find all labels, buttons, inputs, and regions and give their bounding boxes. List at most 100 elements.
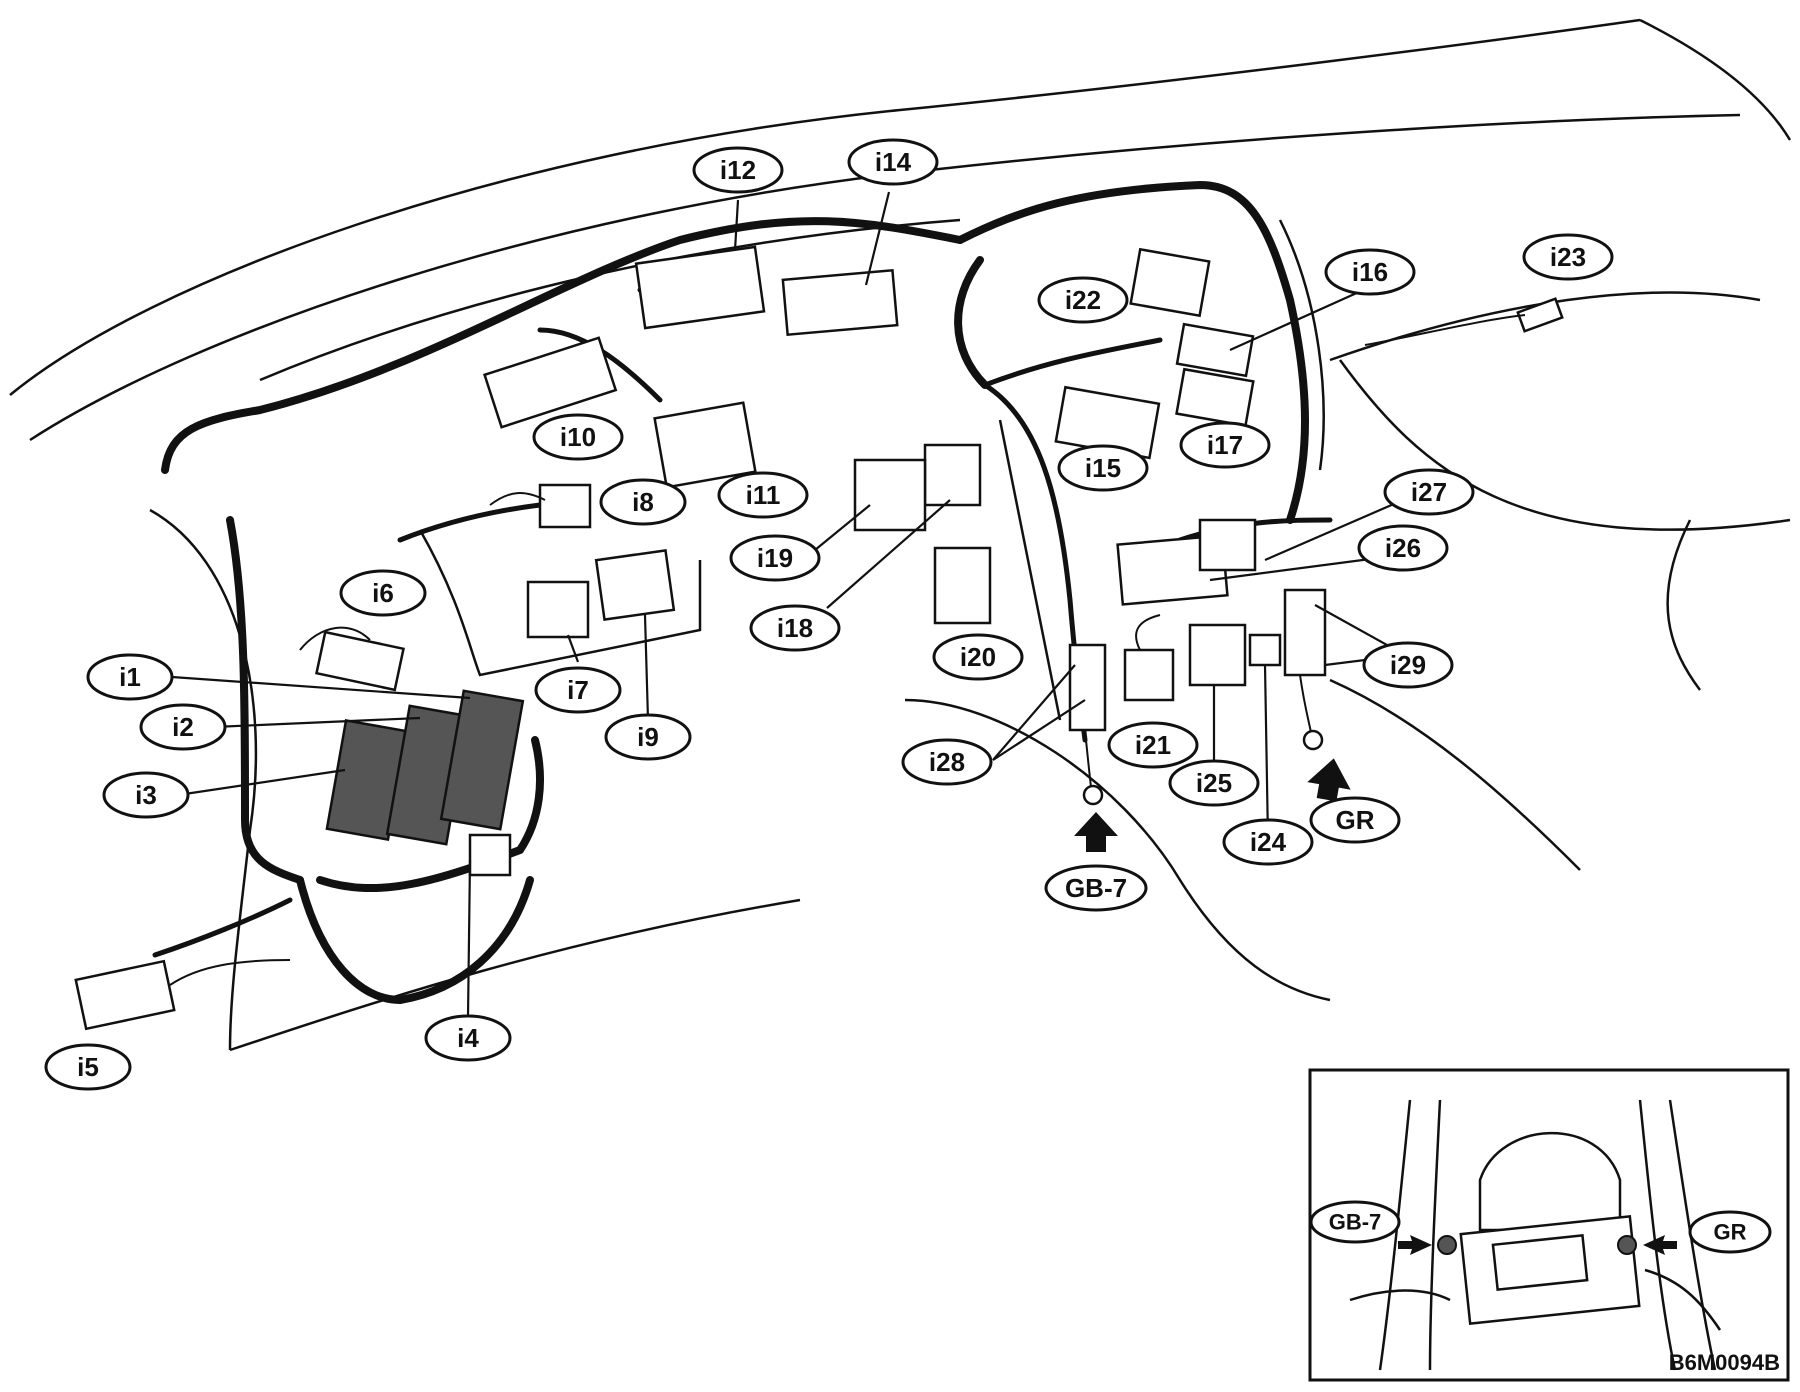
svg-text:GR: GR (1336, 805, 1375, 835)
connector-i18-shape (923, 443, 982, 507)
svg-text:GB-7: GB-7 (1329, 1210, 1382, 1235)
svg-text:i7: i7 (567, 675, 589, 705)
svg-text:i16: i16 (1352, 257, 1388, 287)
svg-text:i27: i27 (1411, 477, 1447, 507)
callout-i23: i23 (1522, 233, 1614, 281)
callout-i28: i28 (901, 738, 993, 786)
svg-text:i10: i10 (560, 422, 596, 452)
callout-i14: i14 (847, 138, 939, 186)
callout-i24: i24 (1222, 818, 1314, 866)
svg-text:i14: i14 (875, 147, 912, 177)
connector-i12-shape (634, 245, 766, 330)
callout-i11: i11 (717, 471, 809, 519)
connector-i7-shape (526, 580, 590, 639)
inset-callout-gr: GR (1688, 1210, 1772, 1254)
connector-i20-shape (933, 546, 992, 625)
inset-callout-gb7: GB-7 (1309, 1200, 1401, 1244)
connector-i28-shape (1068, 643, 1107, 732)
leader-lines (171, 191, 1406, 1018)
connector-i27-shape (1198, 518, 1257, 572)
svg-text:i23: i23 (1550, 242, 1586, 272)
connector-i11-shape (653, 401, 757, 489)
callout-i29: i29 (1362, 641, 1454, 689)
callout-i9: i9 (604, 713, 692, 761)
svg-text:i8: i8 (632, 487, 654, 517)
svg-text:i6: i6 (372, 578, 394, 608)
svg-text:GB-7: GB-7 (1065, 873, 1127, 903)
svg-text:i3: i3 (135, 780, 157, 810)
callout-i15: i15 (1057, 444, 1149, 492)
callout-i20: i20 (932, 633, 1024, 681)
connector-i23-shape (1516, 297, 1564, 333)
callout-i10: i10 (532, 413, 624, 461)
callout-i27: i27 (1383, 468, 1475, 516)
connector-i17-shape (1175, 367, 1255, 428)
connector-i16-shape (1175, 322, 1255, 378)
callout-i26: i26 (1357, 524, 1449, 572)
callout-i7: i7 (534, 666, 622, 714)
inset-detail: GB-7 GR (1308, 1068, 1790, 1382)
inset-gb7-arrow (1398, 1235, 1432, 1255)
connector-i29-shape (1283, 588, 1327, 677)
svg-text:i12: i12 (720, 155, 756, 185)
figure-code: B6M0094B (1669, 1350, 1780, 1375)
callout-i8: i8 (599, 478, 687, 526)
svg-text:i15: i15 (1085, 453, 1121, 483)
callout-i18: i18 (749, 604, 841, 652)
callouts: i1 i2 i3 i4 i5 i6 i7 i8 (44, 138, 1614, 1091)
svg-text:i24: i24 (1250, 827, 1287, 857)
callout-i1: i1 (86, 653, 174, 701)
svg-text:i25: i25 (1196, 768, 1232, 798)
svg-text:i5: i5 (77, 1052, 99, 1082)
svg-text:i28: i28 (929, 747, 965, 777)
callout-i5: i5 (44, 1043, 132, 1091)
callout-i2: i2 (139, 703, 227, 751)
connector-i9-shape (594, 549, 676, 621)
callout-gr: GR (1309, 796, 1401, 844)
svg-text:i19: i19 (757, 543, 793, 573)
svg-text:i17: i17 (1207, 430, 1243, 460)
callout-i6: i6 (339, 569, 427, 617)
gb7-ground-arrow (1074, 812, 1118, 852)
svg-text:i2: i2 (172, 712, 194, 742)
svg-text:i1: i1 (119, 662, 141, 692)
svg-text:i21: i21 (1135, 730, 1171, 760)
callout-i12: i12 (692, 146, 784, 194)
svg-text:GR: GR (1714, 1220, 1747, 1245)
connector-i25-shape (1188, 623, 1247, 687)
svg-text:i11: i11 (746, 480, 781, 510)
connector-i14-shape (781, 268, 899, 337)
callout-i25: i25 (1168, 759, 1260, 807)
connector-i10-shape (483, 336, 618, 429)
callout-i19: i19 (729, 534, 821, 582)
callout-i17: i17 (1179, 421, 1271, 469)
callout-i22: i22 (1037, 276, 1129, 324)
connector-i21-shape (1123, 648, 1175, 702)
callout-i3: i3 (102, 771, 190, 819)
ground-arrows (1074, 758, 1351, 852)
svg-text:i20: i20 (960, 642, 996, 672)
connector-i4-shape (468, 833, 512, 877)
svg-text:i18: i18 (777, 613, 813, 643)
svg-text:i9: i9 (637, 722, 659, 752)
gr-ground-arrow (1307, 758, 1351, 802)
inset-gr-arrow (1643, 1235, 1677, 1255)
connector-i1-shape (439, 689, 525, 831)
connector-i5-shape (74, 959, 176, 1031)
connector-i8-shape (538, 483, 592, 529)
inset-gr-bolt (1617, 1235, 1637, 1255)
svg-text:i4: i4 (457, 1023, 479, 1053)
callout-i4: i4 (424, 1014, 512, 1062)
connector-i22-shape (1129, 247, 1211, 318)
inset-gb7-bolt (1437, 1235, 1457, 1255)
connectors (74, 245, 1564, 1031)
connector-i24-shape (1248, 633, 1282, 667)
svg-text:i26: i26 (1385, 533, 1421, 563)
callout-i21: i21 (1107, 721, 1199, 769)
svg-text:i29: i29 (1390, 650, 1426, 680)
connector-i19-shape (853, 458, 927, 532)
connector-i6-shape (315, 630, 405, 692)
callout-gb7: GB-7 (1044, 864, 1148, 912)
svg-text:i22: i22 (1065, 285, 1101, 315)
inset-module-label-plate (1491, 1234, 1589, 1291)
